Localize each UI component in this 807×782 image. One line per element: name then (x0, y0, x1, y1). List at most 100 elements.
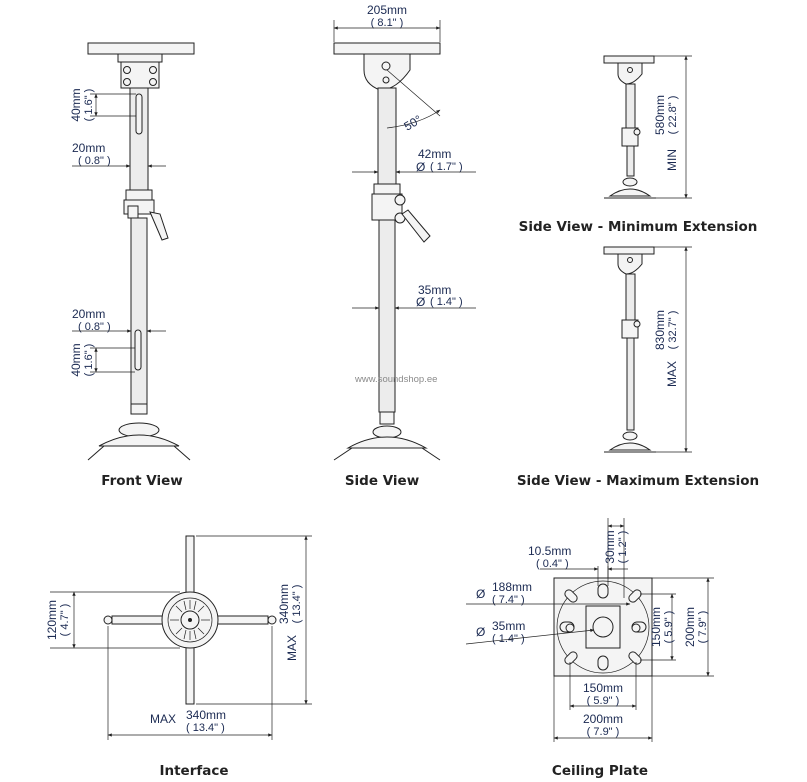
max-mm: 830mm (653, 310, 667, 350)
interface-right-mm: 340mm (277, 584, 291, 624)
front-bolt (149, 78, 157, 86)
plate-circle-in: ( 7.4" ) (492, 594, 525, 606)
interface-arm-right (211, 615, 269, 625)
front-slot-top-in: ( 1.6" ) (83, 89, 95, 122)
side-clamp-handle (401, 209, 431, 243)
side-lower-dia-mm: 35mm (418, 283, 451, 297)
front-bolt (123, 66, 131, 74)
min-pivot (627, 67, 633, 73)
max-lower-pipe (626, 337, 635, 431)
min-mm: 580mm (653, 95, 667, 135)
side-angle-label: 50° (401, 112, 424, 133)
side-lower-dia-symbol: Ø (416, 295, 425, 309)
plate-top-mm: 30mm (603, 530, 617, 563)
max-in: ( 32.7" ) (667, 311, 679, 350)
front-clamp-handle (149, 211, 169, 241)
caption-front-view: Front View (101, 473, 183, 489)
side-base-dome (346, 436, 428, 449)
front-base-dome (98, 434, 180, 447)
plate-bolt-circle (556, 580, 650, 674)
front-upper-slot (135, 93, 143, 135)
interface-left-in: ( 4.7" ) (59, 604, 71, 637)
side-swivel (372, 425, 402, 439)
side-clamp-knob (394, 194, 406, 206)
plate-outer-v-mm: 200mm (683, 607, 697, 647)
interface-bottom-in: ( 13.4" ) (186, 722, 225, 734)
plate-center-hole (592, 616, 614, 638)
side-plate-in: ( 8.1" ) (371, 17, 404, 29)
plate-hole-mm: 35mm (492, 619, 525, 633)
plate-outer-h-mm: 200mm (583, 712, 623, 726)
front-ceiling-plate (87, 42, 195, 55)
plate-outer-h-in: ( 7.9" ) (587, 726, 620, 738)
side-pivot-bolt (381, 61, 391, 71)
interface-hub-ring (167, 597, 213, 643)
side-upper-dia-symbol: Ø (416, 160, 425, 174)
min-ceiling-plate (603, 55, 655, 64)
side-lower-dia-in: ( 1.4" ) (430, 296, 463, 308)
min-base (608, 188, 652, 197)
side-max-view: 830mm ( 32.7" ) MAX Side View - Maximum … (517, 246, 759, 489)
side-neck (379, 411, 395, 425)
front-plate-bracket (117, 53, 163, 63)
plate-hole-symbol: Ø (476, 625, 485, 639)
front-clamp-screw (127, 205, 139, 219)
side-angle-ray (386, 69, 441, 117)
min-bracket (617, 62, 643, 85)
plate-outer-v-in: ( 7.9" ) (697, 611, 709, 644)
front-neck (130, 403, 148, 415)
front-view: 40mm ( 1.6" ) 20mm ( 0.8" ) 20mm ( 0.8" … (69, 42, 195, 489)
side-upper-dia-mm: 42mm (418, 147, 451, 161)
interface-hub-ribs (170, 600, 210, 640)
max-pivot (627, 257, 633, 263)
plate-slot-in: ( 0.4" ) (536, 558, 569, 570)
plate-inner-h-mm: 150mm (583, 681, 623, 695)
min-swivel (622, 177, 638, 187)
side-view: 205mm ( 8.1" ) 50° 42mm Ø ( 1.7" ) 35mm … (333, 3, 476, 489)
front-width-top-in: ( 0.8" ) (78, 155, 111, 167)
interface-bottom-mm: 340mm (186, 708, 226, 722)
front-slot-bottom-in: ( 1.6" ) (83, 344, 95, 377)
min-label: MIN (665, 149, 679, 171)
front-lower-pipe (130, 217, 148, 405)
plate-center-bracket (585, 605, 621, 649)
side-collar (373, 183, 401, 195)
max-base (608, 442, 652, 451)
min-lower-pipe (626, 145, 635, 177)
max-swivel (622, 431, 638, 441)
side-base-arms (333, 447, 441, 461)
plate-dim-line (465, 628, 595, 645)
caption-side-max: Side View - Maximum Extension (517, 473, 759, 489)
plate-circle-mm: 188mm (492, 580, 532, 594)
caption-interface: Interface (159, 763, 228, 779)
side-angle-arc (386, 109, 441, 129)
interface-view: 120mm ( 4.7" ) 340mm ( 13.4" ) MAX MAX 3… (45, 535, 312, 779)
front-collar (125, 189, 153, 201)
front-base-arms (87, 445, 191, 461)
interface-right-in: ( 13.4" ) (291, 585, 303, 624)
side-pivot-bolt (382, 76, 390, 84)
front-bolt (123, 78, 131, 86)
interface-arm-left (111, 615, 169, 625)
plate-top-in: ( 1.2" ) (617, 531, 629, 564)
front-lower-slot (134, 329, 142, 371)
min-knob (633, 128, 641, 136)
plate-bolt (565, 623, 575, 633)
plate-hole-in: ( 1.4" ) (492, 633, 525, 645)
plate-bolt (631, 623, 641, 633)
watermark: www.soundshop.ee (354, 374, 437, 385)
side-upper-dia-in: ( 1.7" ) (430, 161, 463, 173)
interface-arm-end (103, 615, 113, 625)
front-width-bottom-in: ( 0.8" ) (78, 321, 111, 333)
plate-inner-h-in: ( 5.9" ) (587, 695, 620, 707)
side-plate-mm: 205mm (367, 3, 407, 17)
interface-right-label: MAX (285, 635, 299, 661)
side-ceiling-plate (333, 42, 441, 55)
interface-left-mm: 120mm (45, 600, 59, 640)
interface-arm-end (267, 615, 277, 625)
side-upper-pipe (377, 87, 397, 185)
caption-side-view: Side View (345, 473, 419, 489)
plate-inner-v-mm: 150mm (649, 607, 663, 647)
